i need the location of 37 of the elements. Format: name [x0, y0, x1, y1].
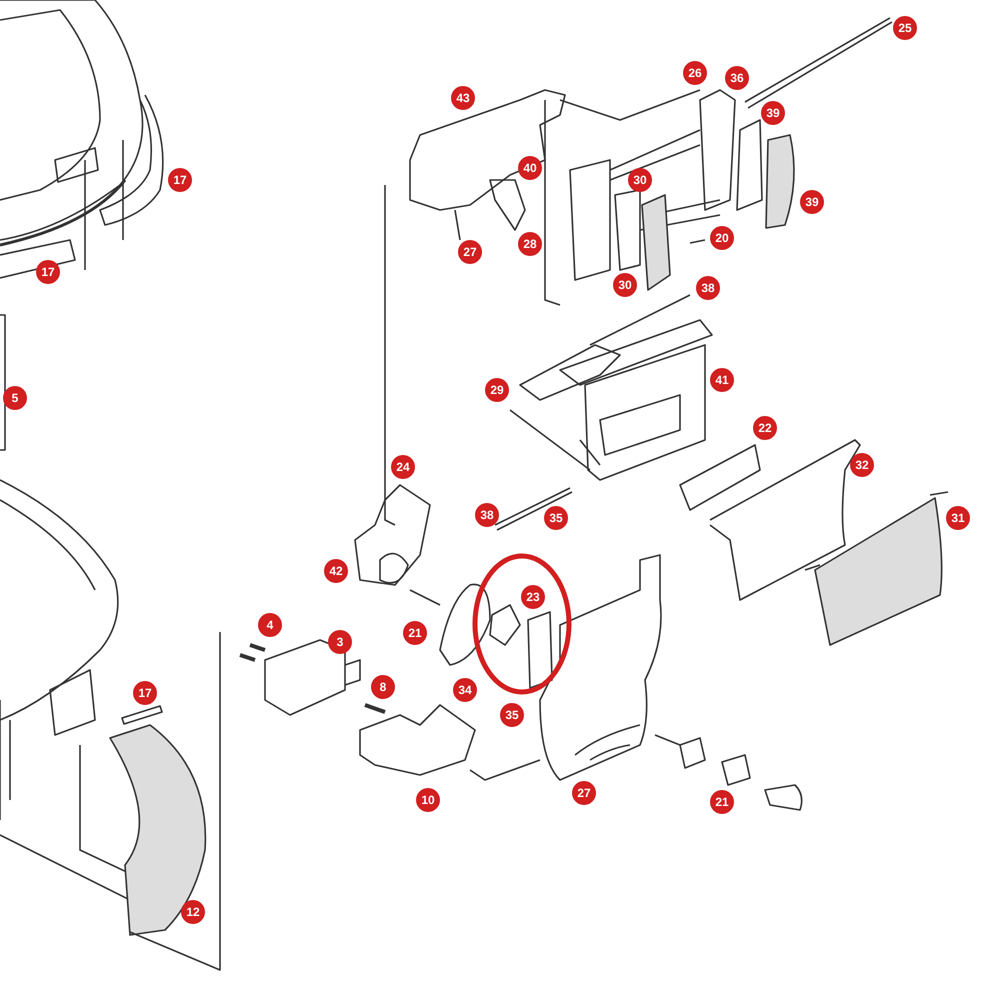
callout-number: 27 — [572, 781, 596, 805]
callout-number: 12 — [181, 900, 205, 924]
callout-number: 17 — [133, 681, 157, 705]
callout-number: 32 — [850, 453, 874, 477]
callout-number: 34 — [453, 678, 477, 702]
callout-number: 39 — [761, 101, 785, 125]
callout-number: 30 — [613, 273, 637, 297]
callout-number: 26 — [683, 61, 707, 85]
callout-number: 23 — [521, 585, 545, 609]
callout-number: 38 — [696, 276, 720, 300]
callout-number: 43 — [451, 86, 475, 110]
callout-number: 10 — [416, 788, 440, 812]
callout-number: 8 — [371, 675, 395, 699]
callout-number: 40 — [518, 156, 542, 180]
callout-number: 35 — [544, 506, 568, 530]
callout-number: 35 — [500, 703, 524, 727]
callout-number: 27 — [458, 240, 482, 264]
callout-number: 4 — [258, 613, 282, 637]
callout-number: 25 — [893, 16, 917, 40]
callout-number: 3 — [328, 630, 352, 654]
callout-number: 28 — [518, 232, 542, 256]
callout-number: 17 — [168, 168, 192, 192]
callout-number: 41 — [710, 368, 734, 392]
callout-number: 20 — [710, 226, 734, 250]
callout-number: 21 — [710, 790, 734, 814]
callout-number: 38 — [475, 503, 499, 527]
callout-number: 31 — [946, 506, 970, 530]
callout-number: 21 — [403, 621, 427, 645]
callout-number: 17 — [36, 260, 60, 284]
callout-number: 5 — [3, 386, 27, 410]
callout-number: 39 — [800, 190, 824, 214]
callout-number: 30 — [628, 168, 652, 192]
callout-number: 24 — [391, 455, 415, 479]
callout-number: 22 — [753, 416, 777, 440]
callout-number: 36 — [725, 66, 749, 90]
callout-number: 29 — [485, 378, 509, 402]
callout-number: 42 — [324, 559, 348, 583]
